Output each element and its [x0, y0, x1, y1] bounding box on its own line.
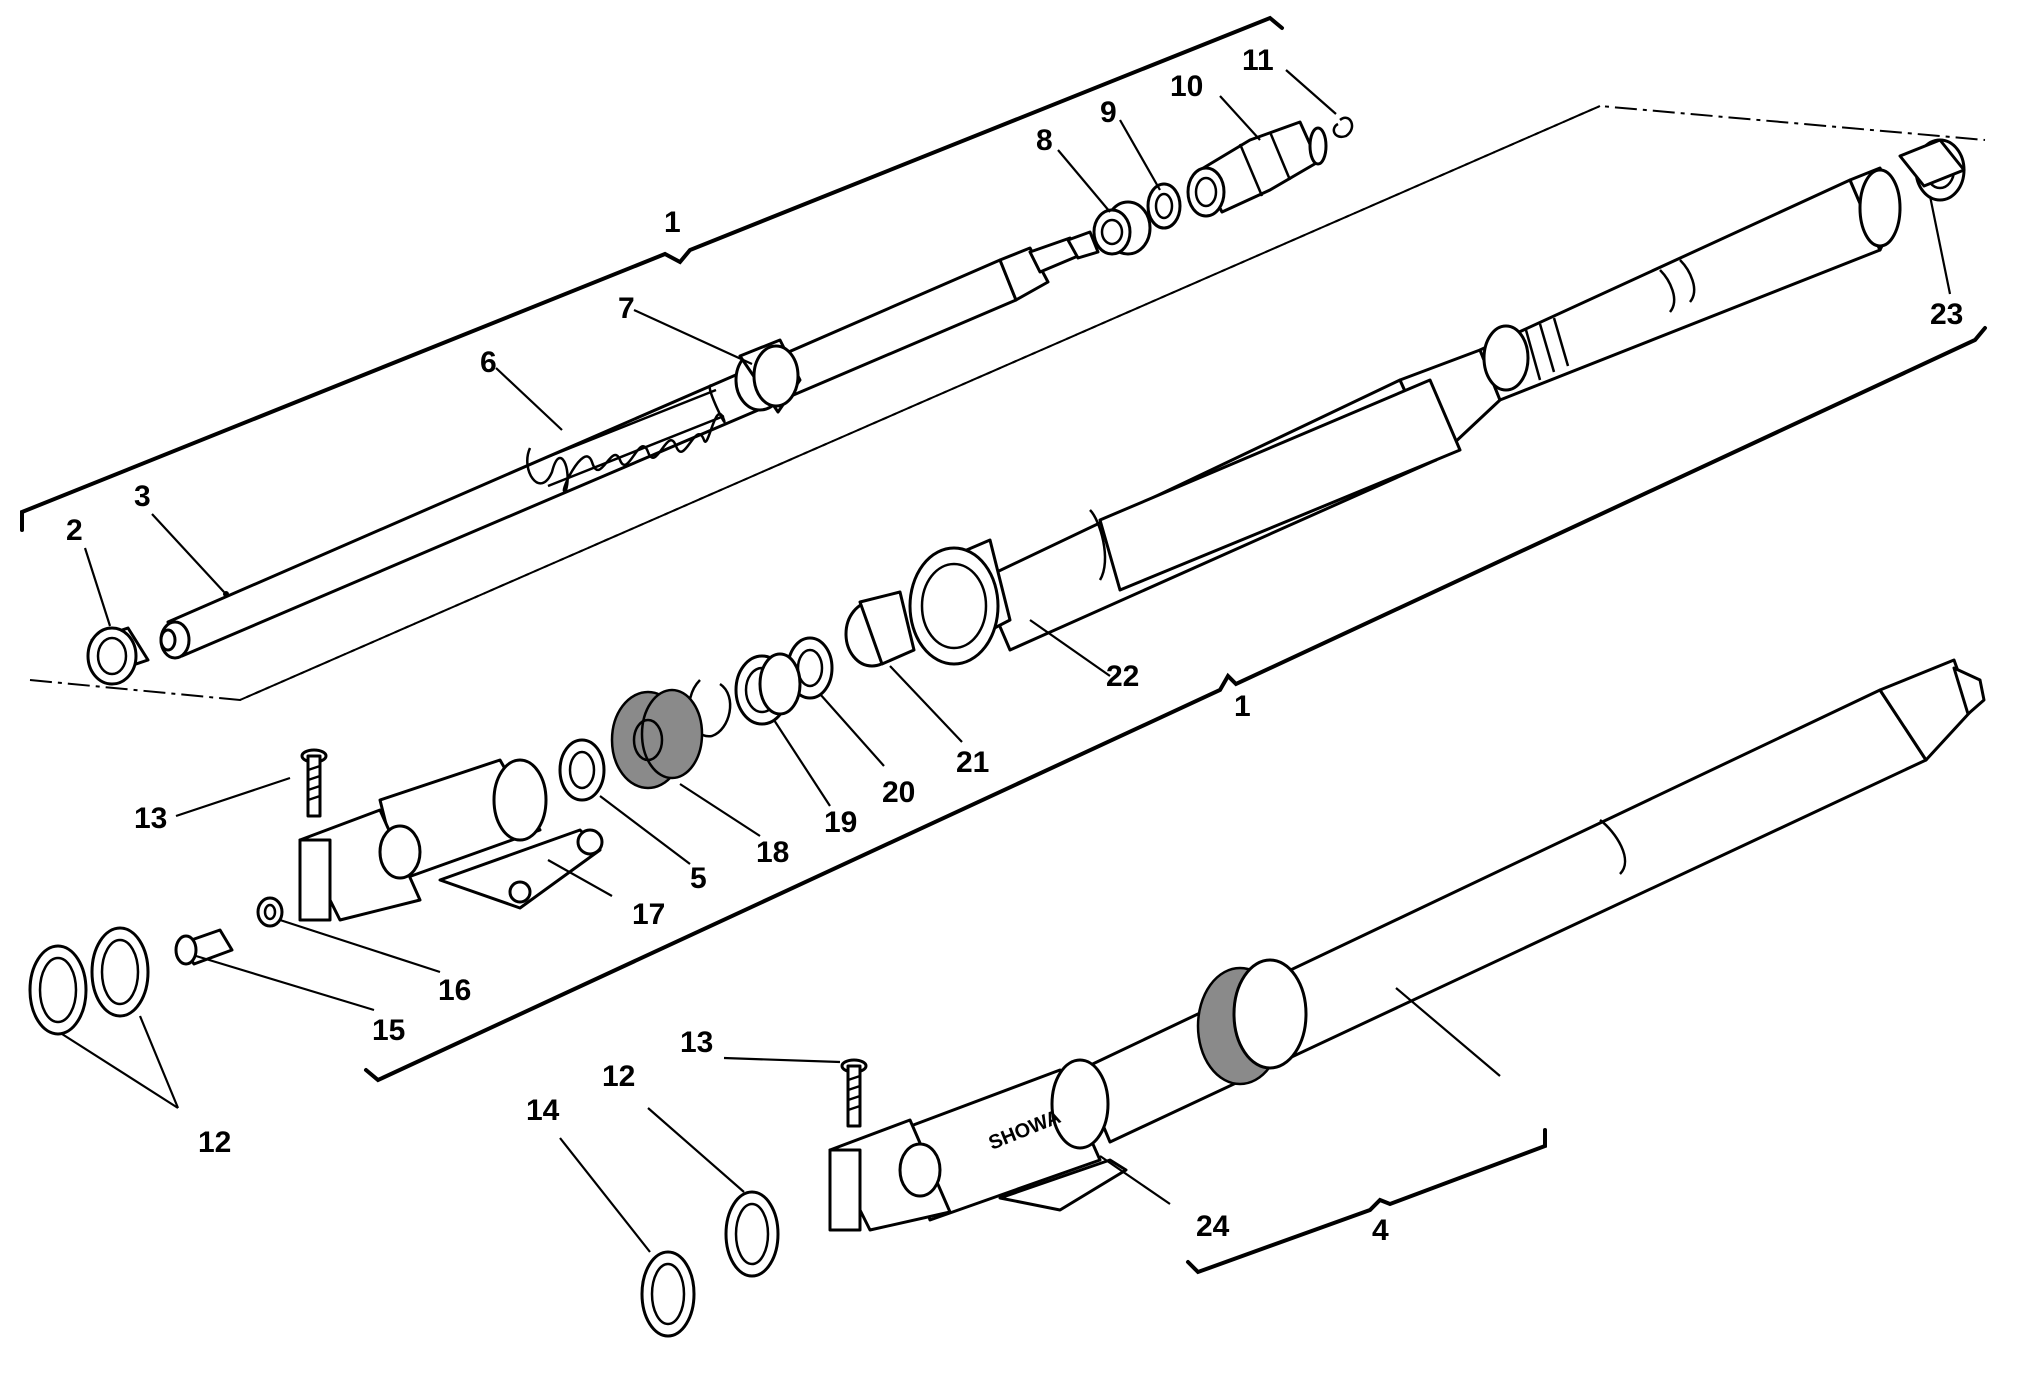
nut-8 — [1092, 200, 1152, 256]
callout-19: 19 — [824, 806, 857, 839]
bleed-screw-15 — [174, 928, 234, 966]
callout-3: 3 — [134, 480, 151, 513]
axle-clamp-left — [298, 758, 604, 922]
callout-labels: 1 1 2 3 4 5 6 7 8 9 10 11 12 12 13 13 14… — [66, 44, 1963, 1247]
callout-7: 7 — [618, 292, 635, 325]
bracket-group-1-lower — [364, 326, 1987, 1083]
callout-14: 14 — [526, 1094, 560, 1127]
dust-seal-18 — [610, 688, 704, 790]
bushing-2 — [86, 626, 150, 686]
fork-leg-4 — [1078, 658, 1986, 1144]
callout-17: 17 — [632, 898, 665, 931]
oil-seal-19 — [734, 652, 802, 726]
bushing-22 — [908, 538, 1012, 666]
collar-23 — [1898, 138, 1966, 202]
callout-12-right: 12 — [602, 1060, 635, 1093]
callout-18: 18 — [756, 836, 789, 869]
callout-22: 22 — [1106, 660, 1139, 693]
bracket-group-4 — [1186, 1128, 1547, 1275]
circlip-11 — [1332, 116, 1354, 139]
callout-10: 10 — [1170, 70, 1203, 103]
spring — [526, 384, 726, 493]
washer-16 — [256, 896, 284, 928]
leader-lines — [61, 69, 1952, 1253]
callout-4: 4 — [1372, 1214, 1389, 1247]
bushing-21 — [844, 590, 916, 668]
bolt-13-left — [300, 748, 328, 818]
callout-12-left: 12 — [198, 1126, 231, 1159]
callout-8: 8 — [1036, 124, 1053, 157]
clamp-pair-12 — [28, 926, 150, 1036]
callout-16: 16 — [438, 974, 471, 1007]
callout-1-upper: 1 — [664, 206, 681, 239]
washer-9 — [1146, 182, 1182, 230]
callout-21: 21 — [956, 746, 989, 779]
callout-1-lower: 1 — [1234, 690, 1251, 723]
callout-6: 6 — [480, 346, 497, 379]
outer-tube — [978, 166, 1902, 652]
clamp-14 — [640, 1250, 696, 1338]
bump-rubber-10 — [1186, 120, 1328, 218]
damper-rod — [159, 230, 1100, 660]
washer-5 — [558, 738, 606, 802]
callout-20: 20 — [882, 776, 915, 809]
bolt-13-right — [840, 1058, 868, 1128]
callout-15: 15 — [372, 1014, 405, 1047]
callout-2: 2 — [66, 514, 83, 547]
alignment-lines — [29, 104, 1986, 702]
callout-13-right: 13 — [680, 1026, 713, 1059]
callout-23: 23 — [1930, 298, 1963, 331]
clamp-12-right — [724, 1190, 780, 1278]
callout-9: 9 — [1100, 96, 1117, 129]
callout-5: 5 — [690, 862, 707, 895]
bracket-group-1-upper — [20, 15, 1284, 532]
callout-11: 11 — [1242, 44, 1274, 77]
callout-24: 24 — [1196, 1210, 1230, 1243]
axle-clamp-right: SHOWA — [828, 1058, 1128, 1232]
callout-13-left: 13 — [134, 802, 167, 835]
rebound-guide-7 — [734, 338, 802, 414]
threaded-top-section — [1482, 317, 1570, 392]
